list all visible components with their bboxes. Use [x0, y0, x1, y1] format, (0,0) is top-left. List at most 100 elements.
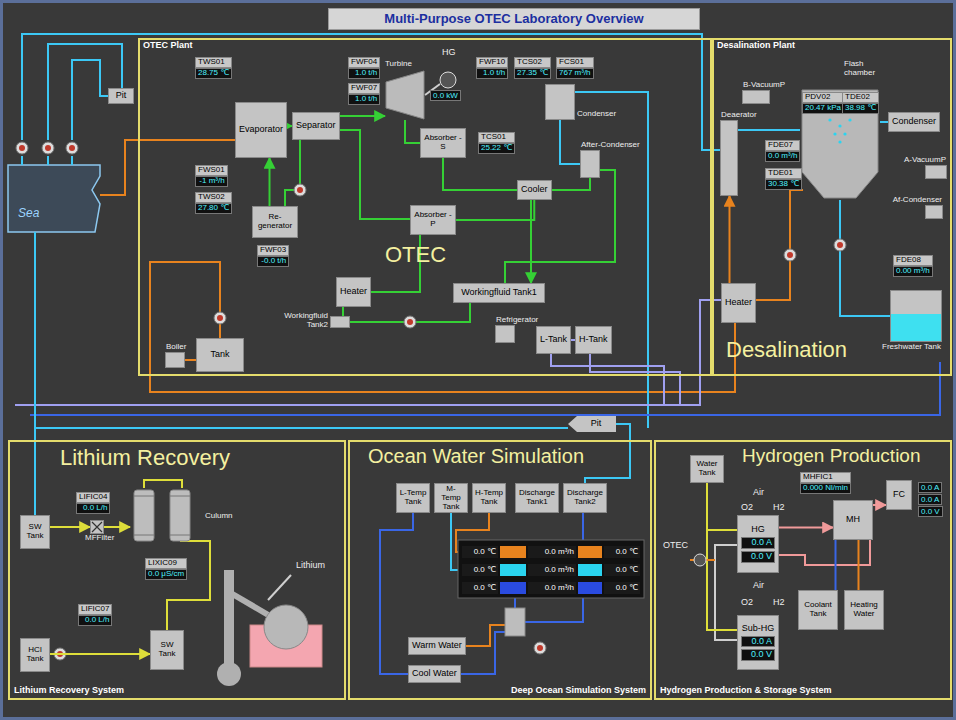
equipment-box: Cool Water — [408, 665, 461, 683]
equipment-label: Water Tank — [693, 460, 721, 478]
pipe-line — [268, 575, 291, 600]
tank-box: H-Temp Tank — [472, 483, 506, 513]
pipe-line — [525, 513, 583, 622]
equipment-label: HCl Tank — [23, 646, 47, 664]
condenser-box: Condenser — [545, 84, 575, 120]
column-cap — [134, 535, 154, 536]
pump-symbol — [404, 316, 416, 328]
table-cell: 0.0 ℃ — [462, 582, 498, 594]
reading-value: 0.0 A — [918, 494, 942, 505]
column-body — [134, 490, 154, 541]
region-heading: Lithium Recovery System — [14, 686, 124, 696]
filter-cross — [92, 522, 102, 532]
equipment-label: Cool Water — [412, 669, 457, 679]
pipe-line — [551, 354, 664, 405]
instrument-tag: MHFIC10.000 Nl/min — [800, 472, 851, 494]
instrument-name: PDV02 — [802, 92, 844, 103]
section-title: Lithium Recovery — [60, 446, 230, 469]
pipe-line — [338, 130, 410, 219]
equipment-label: FC — [893, 490, 905, 500]
instrument-name: FWS01 — [195, 165, 228, 176]
pump-body — [294, 184, 306, 196]
callout-label: OTEC — [662, 540, 689, 550]
section-title: OTEC — [385, 243, 446, 266]
equipment-label: SW Tank — [23, 523, 47, 541]
data-table — [458, 540, 644, 598]
equipment-box: Workingfluid Tank1 — [453, 283, 545, 303]
equipment-label: Absorber -S — [423, 134, 463, 152]
pipe-line — [840, 200, 890, 316]
pipe-line — [167, 541, 210, 630]
tank-box: Workingfluid Tank2 — [330, 316, 350, 328]
reading-value: 0.0 L/h — [76, 503, 110, 514]
equipment-box: MH — [833, 500, 873, 540]
reading-value: -0.0 t/h — [257, 256, 289, 267]
spray-dot — [838, 140, 841, 143]
instrument-name: TDE02 — [842, 92, 879, 103]
section-title: Desalination — [726, 338, 847, 361]
column-drawing — [130, 488, 202, 543]
instrument-tag: LIFIC070.0 L/h — [78, 604, 112, 626]
pipe-line — [505, 170, 615, 283]
tank-box: SW Tank — [150, 630, 184, 670]
filter-drawing — [91, 521, 103, 533]
instrument-name: TWS02 — [195, 192, 232, 203]
table-cell: 0.0 ℃ — [462, 564, 498, 576]
spray-dot — [828, 118, 831, 121]
equipment-box: Condenser — [888, 112, 940, 132]
pump-body — [834, 239, 846, 251]
callout-label: Lithium — [295, 560, 326, 570]
instrument-tag: TCS0227.35 ℃ — [514, 57, 551, 79]
reading-value: 0.00 m³/h — [893, 266, 933, 277]
pipe-line — [707, 483, 737, 630]
pump-symbol — [16, 142, 28, 154]
equipment-label: SW Tank — [153, 641, 181, 659]
column-cap — [170, 535, 190, 536]
table-cell: 0.0 ℃ — [604, 582, 640, 594]
equipment-label: M-Temp Tank — [437, 485, 465, 511]
instrument-name: FWF03 — [257, 245, 289, 256]
callout-label: Air — [752, 487, 765, 497]
generator-symbol — [694, 554, 706, 566]
mixer-box — [505, 608, 525, 636]
pipe-line — [71, 156, 73, 165]
reading-value: 0.0 m³/h — [765, 151, 800, 162]
pipe-connector — [530, 200, 532, 283]
equipment-label: Pit — [591, 419, 602, 429]
pipe-connector — [779, 527, 833, 529]
reading-value: 20.47 kPa — [802, 103, 844, 114]
equipment-label: A-VacuumP — [904, 156, 946, 165]
pipe-connector — [443, 158, 517, 190]
equipment-box: Deaerator — [720, 120, 738, 196]
reading-value: 0.000 Nl/min — [800, 483, 851, 494]
pump-symbol — [66, 142, 78, 154]
filter-symbol: MFFilter — [90, 520, 104, 534]
spray-dot — [838, 124, 841, 127]
equipment-label: MH — [846, 515, 860, 525]
callout-label: Sea — [18, 206, 39, 220]
pump-core — [217, 315, 223, 321]
equipment-label: Flash chamber — [844, 60, 884, 78]
pipe-line — [575, 92, 648, 428]
pump-core — [69, 145, 75, 151]
pump-body — [784, 249, 796, 261]
table-cell: 0.0 ℃ — [604, 546, 640, 558]
equipment-label: Evaporator — [239, 125, 283, 135]
equipment-label: B-VacuumP — [743, 81, 785, 90]
region-heading: Desalination Plant — [717, 41, 795, 51]
instrument-tag: FDE070.0 m³/h — [765, 140, 800, 162]
stand-rod — [224, 570, 234, 665]
equipment-label: L-Tank — [540, 335, 567, 345]
reading-value: 0.0 V — [741, 649, 775, 661]
instrument-name: LIFIC07 — [78, 604, 112, 615]
column-cap — [134, 496, 154, 497]
equipment-label: Refrigerator — [496, 316, 538, 325]
tank-box: Absorber -P — [410, 205, 456, 235]
pipe-connector — [269, 158, 271, 206]
column-cap — [170, 496, 190, 497]
table-bar — [500, 582, 526, 594]
instrument-tag: TCS0125.22 ℃ — [478, 132, 515, 154]
instrument-tag: TWS0128.75 ℃ — [195, 57, 232, 79]
pipe-line — [144, 480, 182, 488]
table-bar — [578, 546, 602, 558]
